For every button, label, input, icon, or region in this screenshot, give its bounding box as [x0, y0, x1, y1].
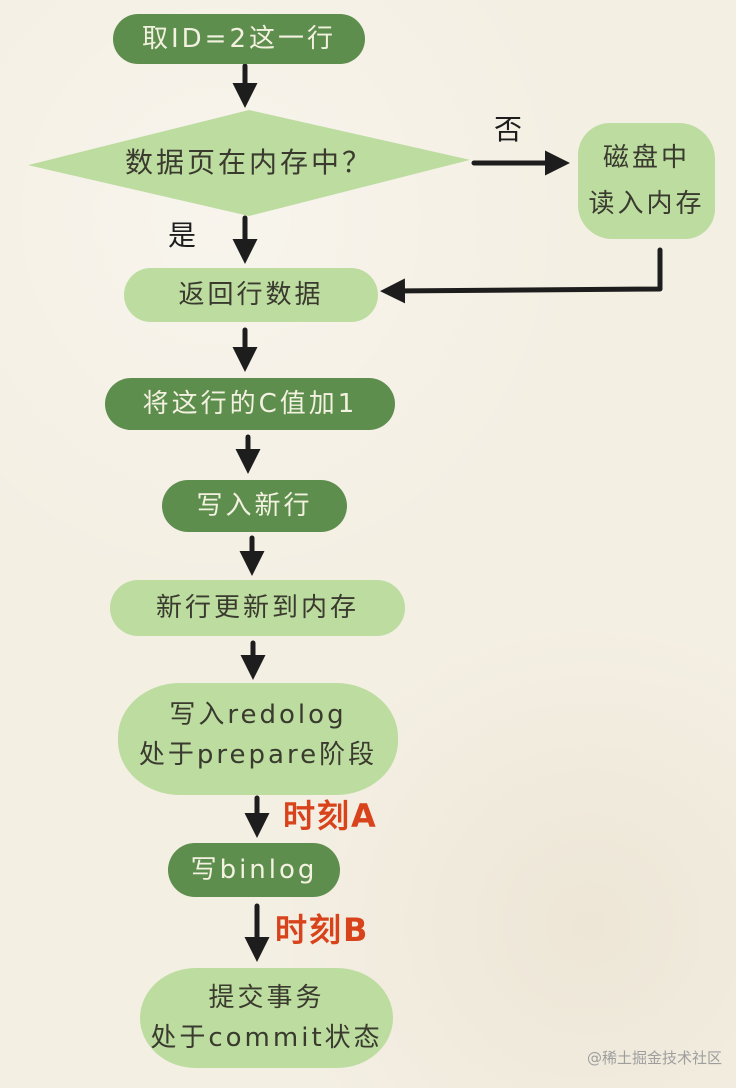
node-disk-read: 磁盘中 读入内存 — [578, 123, 715, 239]
node-return-row-text: 返回行数据 — [178, 280, 324, 310]
node-update-memory: 新行更新到内存 — [110, 580, 405, 636]
node-write-redolog-line2: 处于prepare阶段 — [138, 740, 378, 770]
node-decision-page-in-memory: 数据页在内存中？ — [28, 110, 470, 216]
edge-label-time-a: 时刻A — [283, 797, 378, 835]
node-write-row-text: 写入新行 — [196, 491, 313, 521]
edge-label-no: 否 — [494, 113, 523, 146]
node-commit-line2: 处于commit状态 — [150, 1023, 383, 1053]
node-update-memory-text: 新行更新到内存 — [155, 593, 359, 623]
node-fetch-row-text: 取ID=2这一行 — [141, 24, 337, 54]
node-disk-read-line1: 磁盘中 — [602, 143, 690, 173]
edge-label-time-b: 时刻B — [275, 911, 370, 949]
node-write-redolog-line1: 写入redolog — [169, 700, 347, 730]
node-commit-line1: 提交事务 — [208, 983, 325, 1013]
node-disk-read-line2: 读入内存 — [588, 189, 705, 219]
node-decision-text: 数据页在内存中？ — [124, 146, 373, 179]
node-write-binlog: 写binlog — [168, 843, 340, 897]
node-commit: 提交事务 处于commit状态 — [140, 968, 393, 1068]
arrow-disk-to-return — [380, 247, 663, 304]
node-write-row: 写入新行 — [162, 480, 347, 532]
watermark: @稀土掘金技术社区 — [586, 1049, 722, 1067]
node-increment-c: 将这行的C值加1 — [105, 378, 395, 430]
node-increment-c-text: 将这行的C值加1 — [142, 389, 358, 419]
node-write-binlog-text: 写binlog — [190, 855, 318, 885]
edge-label-yes: 是 — [168, 219, 197, 252]
node-write-redolog: 写入redolog 处于prepare阶段 — [118, 683, 398, 795]
node-fetch-row: 取ID=2这一行 — [113, 14, 365, 64]
node-return-row: 返回行数据 — [124, 268, 378, 322]
